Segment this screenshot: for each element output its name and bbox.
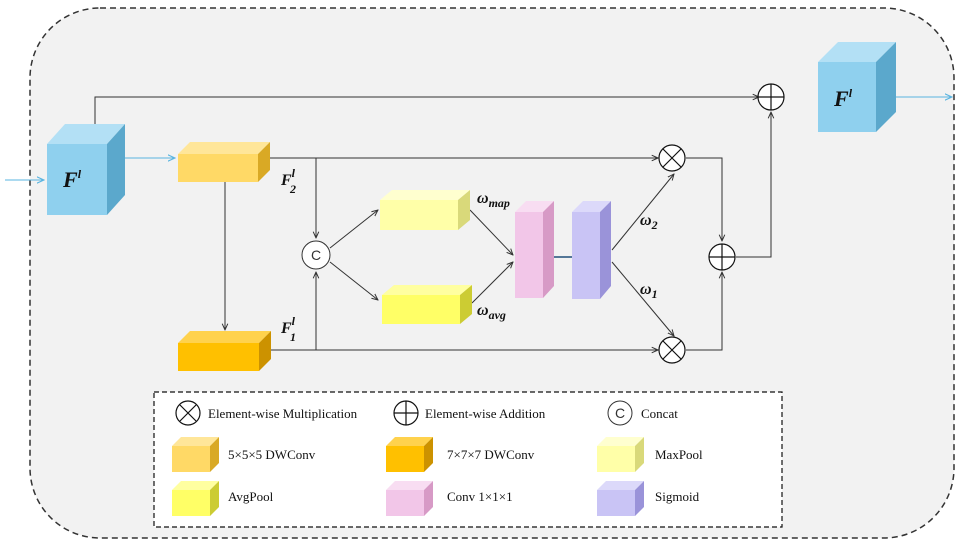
input-feature-cube: Fl	[47, 124, 125, 215]
svg-text:Fl2: Fl2	[280, 166, 296, 196]
F1-label: F	[280, 320, 292, 337]
add-op-middle	[708, 243, 736, 271]
legend-dw7-label: 7×7×7 DWConv	[447, 447, 535, 462]
svg-text:ωmap: ωmap	[477, 190, 510, 210]
svg-text:C: C	[615, 405, 625, 421]
dwconv5-block	[178, 142, 270, 182]
output-feature-cube: Fl	[818, 42, 896, 132]
w-map-label: ω	[477, 190, 489, 207]
legend-concat-icon: C	[607, 400, 633, 426]
io-arrows	[5, 97, 952, 180]
conv1-block	[515, 201, 554, 298]
legend-sigmoid-swatch	[597, 481, 644, 516]
sigmoid-block	[572, 201, 611, 299]
legend-dw5-swatch	[172, 437, 219, 472]
svg-text:ω1: ω1	[640, 281, 658, 301]
maxpool-block	[380, 190, 470, 230]
legend-avgpool-swatch	[172, 481, 219, 516]
avgpool-block	[382, 285, 472, 324]
w-avg-label: ω	[477, 302, 489, 319]
w2-label: ω	[640, 212, 652, 229]
multiply-op-bottom	[658, 336, 686, 364]
legend-conv-swatch	[386, 481, 433, 516]
legend: Element-wise Multiplication Element-wise…	[153, 391, 783, 528]
svg-text:C: C	[311, 247, 321, 263]
connections	[94, 97, 771, 350]
add-op-top	[757, 83, 785, 111]
dwconv7-block	[178, 331, 271, 371]
legend-concat-label: Concat	[641, 406, 678, 421]
legend-sigmoid-label: Sigmoid	[655, 489, 700, 504]
svg-text:Fl: Fl	[833, 86, 853, 111]
legend-multiply-icon	[175, 400, 201, 426]
multiply-op-top	[658, 144, 686, 172]
legend-add-icon	[393, 400, 419, 426]
svg-text:Fl1: Fl1	[280, 314, 296, 344]
legend-dw7-swatch	[386, 437, 433, 472]
F2-label: F	[280, 172, 292, 189]
output-F-label: F	[833, 86, 849, 111]
w1-label: ω	[640, 281, 652, 298]
input-F-label: F	[62, 167, 78, 192]
legend-dw5-label: 5×5×5 DWConv	[228, 447, 316, 462]
legend-avgpool-label: AvgPool	[228, 489, 274, 504]
legend-multiply-label: Element-wise Multiplication	[208, 406, 358, 421]
svg-text:ωavg: ωavg	[477, 302, 506, 322]
svg-text:ω2: ω2	[640, 212, 658, 232]
legend-conv-label: Conv 1×1×1	[447, 489, 513, 504]
legend-maxpool-swatch	[597, 437, 644, 472]
legend-add-label: Element-wise Addition	[425, 406, 546, 421]
svg-text:Fl: Fl	[62, 167, 82, 192]
concat-op: C	[301, 240, 331, 270]
legend-maxpool-label: MaxPool	[655, 447, 703, 462]
